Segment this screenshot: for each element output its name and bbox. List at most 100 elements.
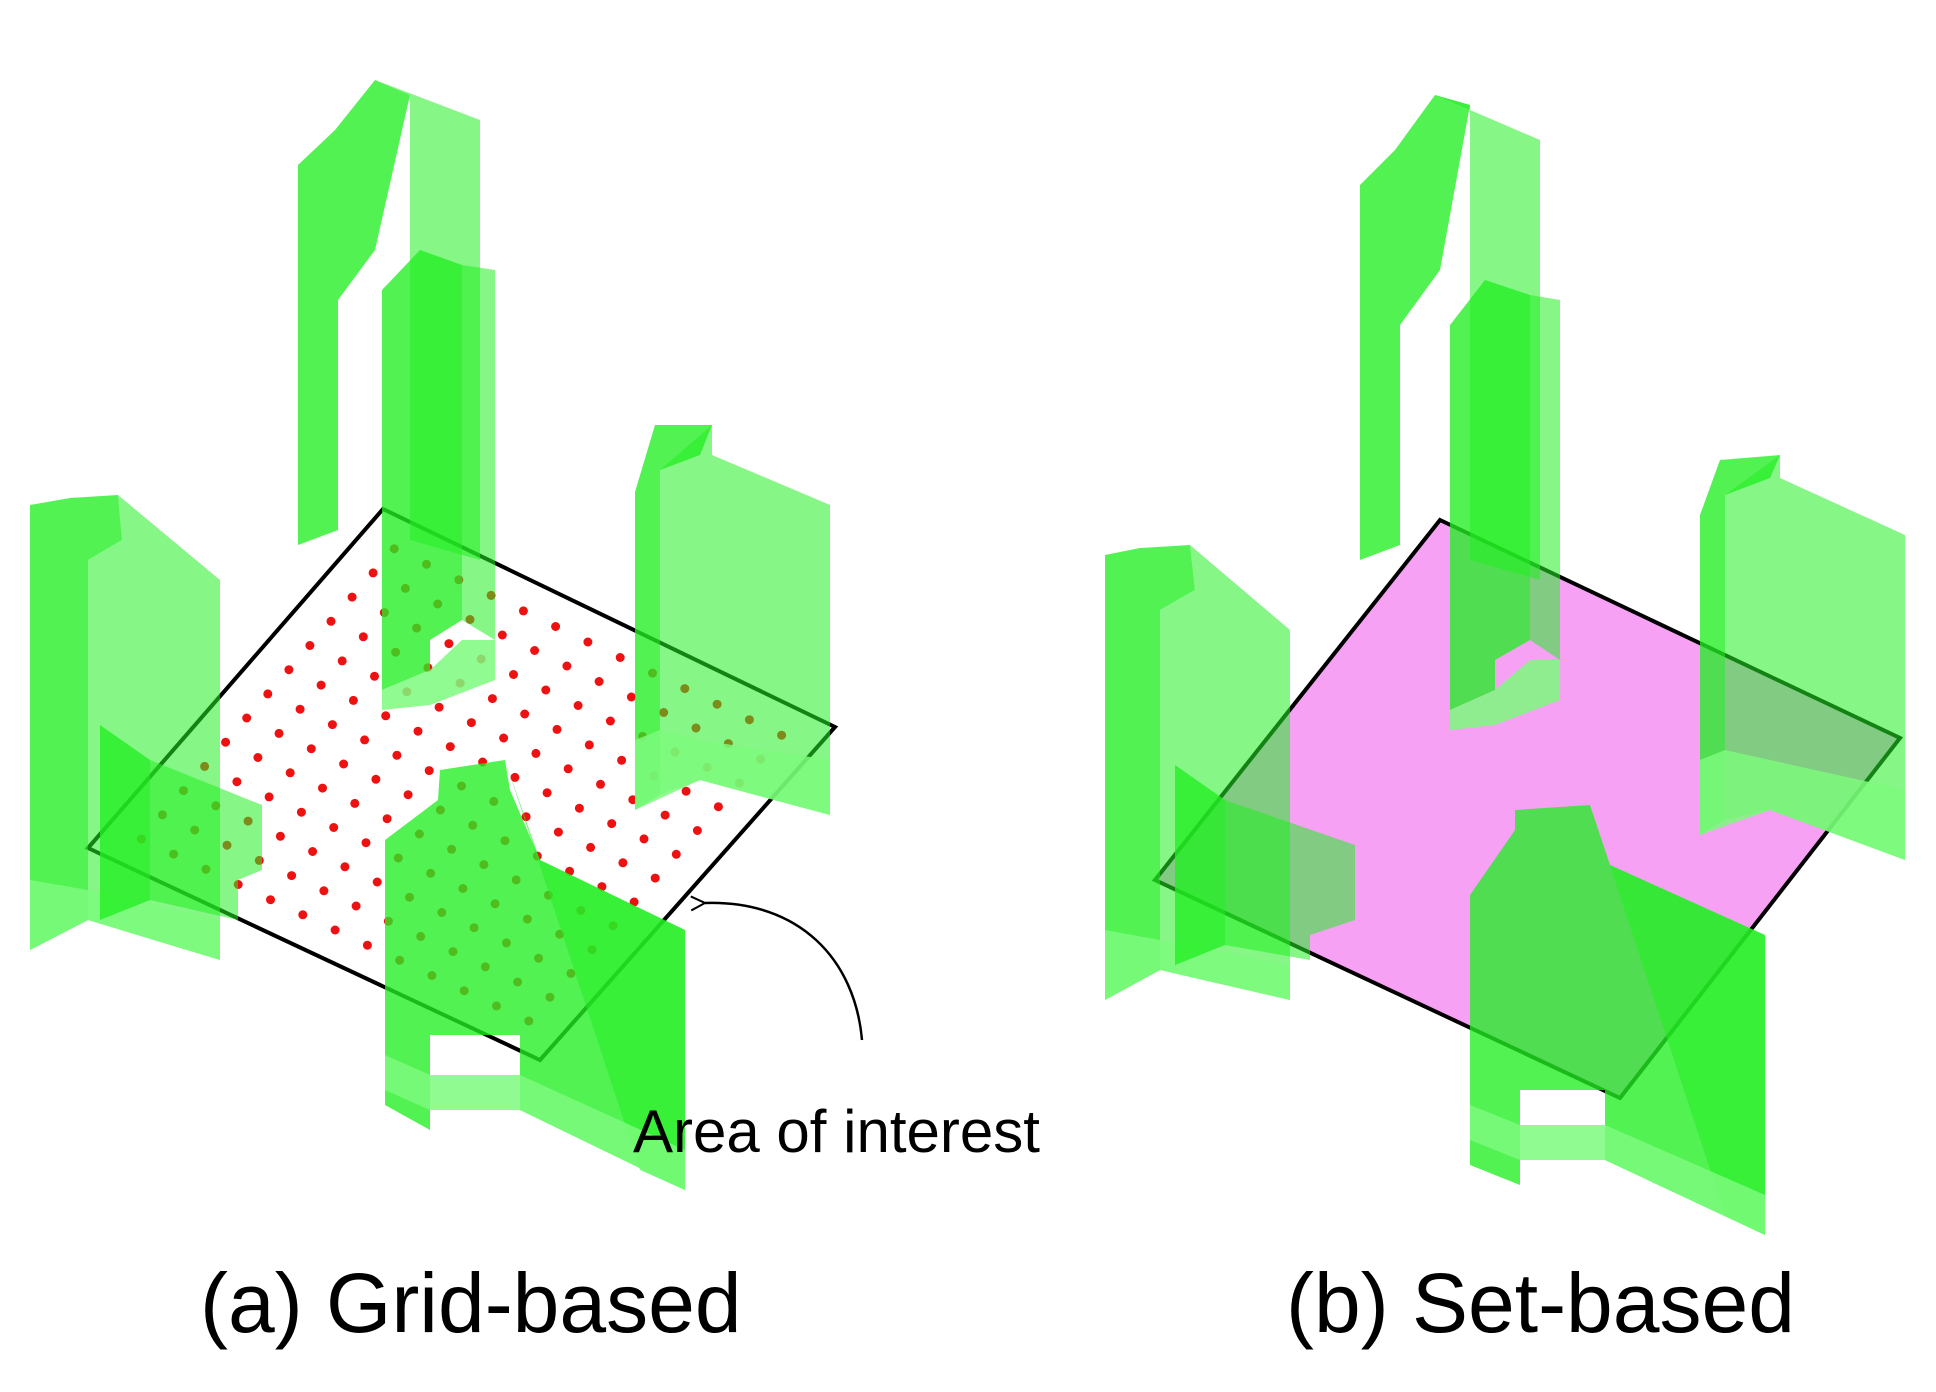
grid-point bbox=[650, 873, 660, 883]
grid-point bbox=[350, 798, 360, 808]
grid-point bbox=[351, 901, 361, 911]
grid-point bbox=[403, 790, 413, 800]
grid-point bbox=[594, 677, 604, 686]
grid-point bbox=[573, 701, 583, 710]
grid-point bbox=[618, 858, 628, 868]
grid-point bbox=[382, 814, 392, 824]
panel-a: Area of interest (a) Grid-based bbox=[30, 80, 1040, 1350]
annotation-label: Area of interest bbox=[633, 1098, 1040, 1165]
building-front-face bbox=[30, 495, 122, 950]
grid-point bbox=[466, 718, 476, 728]
grid-point bbox=[296, 807, 306, 817]
grid-point bbox=[368, 568, 378, 578]
grid-point bbox=[221, 737, 231, 747]
building-block bbox=[385, 760, 685, 1190]
grid-point bbox=[541, 685, 551, 695]
building-front-face bbox=[385, 760, 685, 1190]
grid-point bbox=[605, 716, 615, 726]
grid-point bbox=[362, 940, 372, 950]
panel-b: (b) Set-based bbox=[1105, 95, 1905, 1350]
grid-point bbox=[553, 827, 563, 837]
grid-point bbox=[253, 753, 263, 762]
building-block bbox=[1470, 805, 1765, 1235]
grid-point bbox=[370, 671, 379, 681]
grid-point bbox=[348, 695, 358, 705]
building-base-face bbox=[382, 640, 495, 710]
grid-point bbox=[615, 653, 625, 662]
grid-point bbox=[392, 750, 402, 760]
grid-point bbox=[520, 709, 530, 719]
grid-point bbox=[617, 755, 627, 765]
grid-point bbox=[626, 692, 636, 702]
building-front-face bbox=[1105, 545, 1195, 1000]
grid-point bbox=[274, 728, 284, 738]
grid-point bbox=[563, 764, 573, 774]
grid-point bbox=[586, 842, 596, 852]
building-front-face bbox=[1175, 765, 1225, 965]
building-side-face bbox=[1225, 800, 1355, 960]
grid-point bbox=[337, 656, 347, 666]
grid-point bbox=[318, 783, 327, 793]
grid-point bbox=[327, 720, 337, 730]
grid-point bbox=[434, 702, 444, 712]
building-front-face bbox=[1700, 455, 1780, 835]
grid-point bbox=[509, 670, 518, 679]
building-base-face bbox=[1450, 660, 1560, 730]
grid-point bbox=[263, 689, 273, 699]
grid-point bbox=[295, 704, 305, 714]
grid-point bbox=[264, 792, 274, 802]
grid-point bbox=[360, 735, 370, 745]
building-front-face bbox=[100, 725, 150, 920]
grid-point bbox=[329, 823, 339, 832]
building-side-face bbox=[462, 265, 495, 640]
grid-point bbox=[681, 786, 691, 796]
grid-point bbox=[413, 726, 423, 736]
grid-point bbox=[660, 810, 670, 820]
building-side-face bbox=[1530, 295, 1560, 660]
grid-point bbox=[530, 646, 540, 655]
annotation-arrow bbox=[705, 903, 864, 1041]
grid-point bbox=[607, 819, 617, 829]
grid-point bbox=[284, 665, 294, 675]
grid-point bbox=[671, 849, 681, 859]
grid-point bbox=[551, 622, 561, 631]
building-base-face bbox=[1700, 750, 1905, 860]
grid-point bbox=[518, 606, 528, 616]
building-block bbox=[382, 250, 495, 710]
grid-point bbox=[340, 862, 350, 872]
grid-point bbox=[339, 759, 349, 769]
buildings-a bbox=[30, 80, 830, 1190]
building-side-face bbox=[150, 760, 262, 920]
building-block bbox=[1700, 455, 1905, 860]
buildings-b bbox=[1105, 95, 1905, 1235]
grid-point bbox=[275, 831, 285, 841]
building-block bbox=[635, 425, 830, 815]
building-base-face bbox=[1105, 930, 1290, 1000]
grid-point bbox=[444, 639, 454, 649]
grid-point bbox=[306, 744, 316, 754]
building-front-face bbox=[1450, 280, 1530, 710]
grid-point bbox=[510, 772, 520, 782]
caption-b: (b) Set-based bbox=[1286, 1256, 1795, 1350]
grid-point bbox=[584, 740, 594, 750]
grid-point bbox=[316, 680, 326, 690]
grid-point bbox=[424, 766, 434, 776]
grid-point bbox=[497, 630, 507, 640]
caption-a: (a) Grid-based bbox=[200, 1256, 742, 1350]
grid-point bbox=[308, 847, 318, 856]
grid-point bbox=[298, 910, 308, 920]
building-side-face bbox=[1725, 455, 1905, 860]
grid-point bbox=[232, 777, 242, 787]
grid-point bbox=[371, 774, 381, 784]
building-front-face bbox=[298, 80, 410, 545]
grid-point bbox=[347, 592, 357, 602]
grid-point bbox=[552, 724, 562, 734]
building-block bbox=[1175, 765, 1355, 965]
grid-point bbox=[639, 834, 649, 844]
grid-point bbox=[358, 632, 368, 642]
grid-point bbox=[487, 694, 497, 704]
grid-point bbox=[499, 733, 509, 743]
grid-point bbox=[361, 838, 371, 848]
grid-point bbox=[242, 713, 252, 723]
